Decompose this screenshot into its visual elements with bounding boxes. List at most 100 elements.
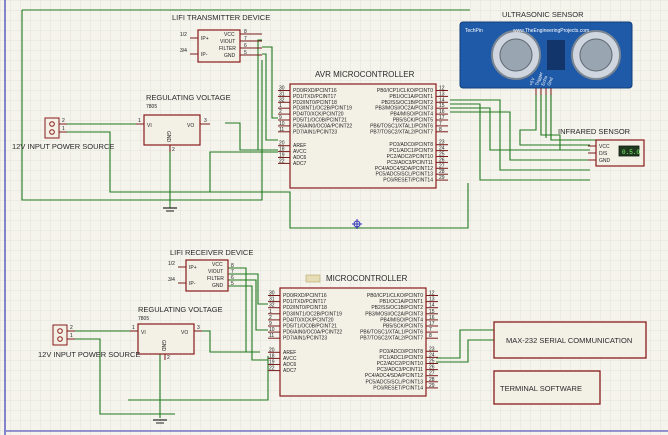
ultrasonic-pin-trigger: Trigger — [534, 71, 544, 86]
mcu-left-num-3: 1 — [269, 309, 272, 315]
max232-block[interactable]: MAX-232 SERIAL COMMUNICATION — [493, 321, 647, 359]
mcu-left-num-10: 19 — [269, 360, 275, 366]
top-regulator-title: REGULATING VOLTAGE — [146, 93, 231, 102]
top-power-pin-1: 1 — [62, 126, 65, 132]
mcu-right-pin-4: PB4/MISO/PCINT4 — [380, 317, 423, 323]
avr-title: AVR MICROCONTROLLER — [315, 70, 415, 79]
lifi-rx-pin-34: 3/4 — [168, 277, 175, 283]
avr-right-num-5: 17 — [439, 115, 445, 121]
mcu-right-num-3: 15 — [429, 309, 435, 315]
mcu-right-pin-3: PB3/MOSI/OC2A/PCINT3 — [365, 311, 423, 317]
bottom-regulator-vi: VI — [141, 330, 146, 336]
lifi-tx-num-6: 6 — [244, 43, 247, 49]
lifi-rx-ip-minus: IP- — [189, 281, 196, 287]
avr-right-pin-0: PB0/ICP1/CLKO/PCINT0 — [377, 88, 433, 94]
lifi-tx-viout: VIOUT — [220, 39, 235, 45]
mcu-right-pin-6: PB6/TOSC1/XTAL1/PCINT6 — [360, 330, 423, 336]
avr-right-pin-5: PB5/SCK/PCINT5 — [393, 118, 434, 124]
mcu-right-num-12: 27 — [429, 371, 435, 377]
avr-left-num-4: 2 — [279, 109, 282, 115]
avr-right-pin-2: PB2/SS/OC1B/PCINT2 — [381, 100, 433, 106]
bottom-regulator-title: REGULATING VOLTAGE — [138, 305, 223, 314]
avr-right-pin-4: PB4/MISO/PCINT4 — [390, 112, 433, 118]
mcu-right-num-2: 14 — [429, 303, 435, 309]
top-regulator-vi: VI — [147, 123, 152, 129]
ultrasonic-brand: TechPin — [465, 28, 483, 34]
mcu-right-pin-12: PC4/ADC4/SDA/PCINT12 — [365, 373, 423, 379]
bottom-microcontroller[interactable]: PD0/RXD/PCINT1630PD1/TXD/PCINT1731PD2/IN… — [268, 287, 438, 397]
mcu-right-num-5: 17 — [429, 321, 435, 327]
avr-left-pin-6: PD6/AIN0/OC0A/PCINT22 — [293, 123, 352, 129]
lifi-rx-gnd: GND — [212, 283, 224, 289]
bottom-power-connector[interactable]: 2 1 — [52, 324, 75, 346]
avr-left-num-5: 9 — [279, 115, 282, 121]
avr-right-num-0: 12 — [439, 86, 445, 92]
lifi-rx-ip-plus: IP+ — [189, 265, 197, 271]
terminal-software-block[interactable]: TERMINAL SOFTWARE — [493, 370, 601, 405]
mcu-right-pin-1: PB1/OC1A/PCINT1 — [379, 299, 423, 305]
lifi-tx-ip-minus: IP- — [201, 52, 208, 58]
infrared-sensor[interactable]: VCC D/S GND 0.5.0 — [588, 139, 645, 167]
avr-right-pin-9: PC1/ADC1/PCINT9 — [389, 148, 433, 154]
mcu-left-pin-0: PD0/RXD/PCINT16 — [283, 293, 327, 299]
avr-right-num-8: 23 — [439, 140, 445, 146]
avr-left-pin-3: PD3/INT1/OC2B/PCINT19 — [293, 106, 352, 112]
mcu-right-num-0: 12 — [429, 291, 435, 297]
mcu-left-num-5: 9 — [269, 321, 272, 327]
avr-right-pin-3: PB3/MOSI/OC2A/PCINT3 — [375, 106, 433, 112]
mcu-right-num-9: 24 — [429, 352, 435, 358]
lifi-rx-num-5: 5 — [231, 281, 234, 287]
mcu-right-pin-14: PC6/RESET/PCINT14 — [373, 385, 423, 391]
bottom-regulator[interactable]: VI VO GND 1 3 2 — [130, 323, 202, 361]
avr-right-num-10: 25 — [439, 152, 445, 158]
mcu-right-pin-0: PB0/ICP1/CLKO/PCINT0 — [367, 293, 423, 299]
lifi-tx-pin-34: 3/4 — [180, 48, 187, 54]
avr-left-pin-8: AREF — [293, 143, 306, 149]
bottom-regulator-pin1: 1 — [132, 325, 135, 331]
mcu-left-num-2: 32 — [269, 303, 275, 309]
bottom-power-label: 12V INPUT POWER SOURCE — [38, 350, 140, 359]
avr-right-num-4: 16 — [439, 109, 445, 115]
mcu-left-num-6: 10 — [269, 327, 275, 333]
mcu-right-pin-7: PB7/TOSC2/XTAL2/PCINT7 — [360, 336, 423, 342]
bottom-power-pin-2: 2 — [70, 325, 73, 331]
avr-right-num-13: 28 — [439, 169, 445, 175]
ultrasonic-title: ULTRASONIC SENSOR — [502, 10, 584, 19]
lifi-transmitter-title: LIFI TRANSMITTER DEVICE — [172, 13, 270, 22]
lifi-tx-gnd: GND — [224, 53, 236, 59]
mcu-right-num-6: 7 — [429, 327, 432, 333]
ultrasonic-sensor[interactable]: TechPin www.TheEngineeringProjects.com +… — [459, 21, 633, 95]
lifi-rx-num-8: 8 — [231, 263, 234, 269]
avr-microcontroller[interactable]: PD0/RXD/PCINT1630PD1/TXD/PCINT1731PD2/IN… — [278, 83, 448, 189]
avr-left-num-8: 20 — [279, 141, 285, 147]
top-regulator[interactable]: VI VO GND 1 3 2 — [136, 114, 210, 153]
terminal-software-label: TERMINAL SOFTWARE — [500, 384, 582, 393]
top-wires — [21, 9, 621, 229]
avr-left-num-2: 32 — [279, 97, 285, 103]
avr-left-pin-11: ADC7 — [293, 161, 307, 167]
mcu-left-num-0: 30 — [269, 291, 275, 297]
ultrasonic-pin-gnd: Gnd — [546, 76, 554, 86]
lifi-transmitter[interactable]: 1/2 3/4 IP+ IP- VCC VIOUT FILTER GND 8 7… — [180, 29, 262, 63]
max232-label: MAX-232 SERIAL COMMUNICATION — [506, 336, 632, 345]
mcu-left-pin-11: ADC7 — [283, 368, 297, 374]
avr-left-pin-10: ADC6 — [293, 155, 307, 161]
top-regulator-pin3: 3 — [204, 118, 207, 124]
top-ground-symbol — [163, 205, 177, 212]
lifi-receiver[interactable]: 1/2 3/4 IP+ IP- VCC VIOUT FILTER GND 8 7… — [168, 259, 234, 292]
mcu-left-pin-7: PD7/AIN1/PCINT23 — [283, 336, 327, 342]
bottom-power-pin-1: 1 — [70, 333, 73, 339]
avr-left-num-7: 11 — [279, 127, 284, 133]
top-regulator-gnd: GND — [165, 131, 171, 143]
avr-left-num-11: 22 — [279, 158, 285, 164]
top-power-label: 12V INPUT POWER SOURCE — [12, 142, 114, 151]
avr-right-pin-6: PB6/TOSC1/XTAL1/PCINT6 — [370, 123, 433, 129]
avr-left-num-0: 30 — [279, 86, 285, 92]
mcu-left-pin-2: PD2/INT0/PCINT18 — [283, 305, 327, 311]
lifi-tx-num-8: 8 — [244, 29, 247, 35]
avr-left-pin-0: PD0/RXD/PCINT16 — [293, 88, 337, 94]
mcu-left-pin-10: ADC6 — [283, 362, 297, 368]
mcu-left-num-8: 20 — [269, 347, 275, 353]
top-power-connector[interactable]: 2 1 — [44, 117, 67, 139]
